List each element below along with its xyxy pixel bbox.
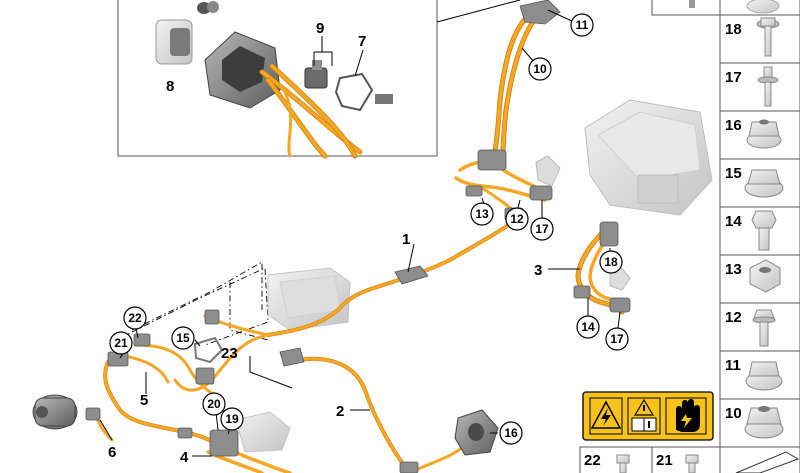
dashed-outlines [119,261,293,389]
callout-14: 14 [576,315,600,339]
bracket-7-icon [334,72,393,112]
svg-text:16: 16 [504,426,518,440]
svg-text:13: 13 [475,207,489,221]
part-15-number: 15 [725,165,742,182]
svg-text:10: 10 [533,62,547,76]
washer-icon [746,0,780,14]
leader-lines [99,9,621,457]
svg-text:22: 22 [128,311,142,325]
label-9: 9 [316,20,324,37]
pump-unit-icon [235,411,291,453]
part-13-number: 13 [725,261,742,278]
label-8: 8 [166,78,174,95]
do-not-touch-icon [665,397,707,435]
part-11-number: 11 [725,357,741,374]
read-manual-icon [627,397,661,435]
bolt-icon [685,454,699,473]
svg-text:15: 15 [176,331,190,345]
callout-18: 18 [599,250,623,274]
part-12-number: 12 [725,309,742,326]
screw-icon [752,309,776,347]
flange-nut-icon [746,119,782,149]
svg-text:17: 17 [610,332,624,346]
high-voltage-icon [589,397,623,435]
callout-19: 19 [220,407,244,431]
callout-10: 10 [528,57,552,81]
nut-icon [744,169,784,198]
labels: 1 2 3 4 5 6 23 [108,231,542,466]
callout-13: 13 [470,202,494,226]
svg-text:18: 18 [604,255,618,269]
label-6: 6 [108,444,116,461]
stud-bolt-icon [757,66,779,107]
parts-list: 18 17 16 15 14 13 12 11 10 [579,0,800,473]
callout-22: 22 [123,306,147,330]
inset-harness [259,63,363,159]
callout-17-top: 17 [530,217,554,241]
bolt-icon [689,0,695,8]
label-strip-icon [735,451,800,473]
collar-nut-icon [745,361,783,391]
callout-11: 11 [570,13,594,37]
electric-motor-icon [584,99,713,216]
part-18-number: 18 [725,21,742,38]
hex-bolt-icon [751,210,777,251]
callout-12: 12 [505,207,529,231]
svg-text:17: 17 [535,222,549,236]
svg-text:11: 11 [576,18,589,32]
detail-inset: 9 7 8 [117,0,521,159]
compressor-icon [454,409,499,456]
callout-15: 15 [171,326,195,350]
grommet-icon [204,31,281,109]
part-21-number: 21 [656,452,673,469]
label-23: 23 [221,345,238,362]
label-2: 2 [336,403,344,420]
label-7: 7 [358,33,366,50]
callouts: 11 10 13 12 17 18 14 17 22 21 15 20 19 1… [109,13,629,445]
connectors [85,0,631,473]
svg-text:21: 21 [114,336,128,350]
label-5: 5 [140,392,148,409]
label-4: 4 [180,449,189,466]
starter-motor-icon [32,394,78,430]
connector-9-icon [304,60,328,89]
part-17-number: 17 [725,69,742,86]
bolt-flange-icon [756,17,780,57]
bolt-icon [616,454,630,473]
part-14-number: 14 [725,213,742,230]
callout-17-bottom: 17 [605,327,629,351]
part-16-number: 16 [725,117,742,134]
label-1: 1 [402,231,410,248]
svg-text:12: 12 [510,212,524,226]
part-10-number: 10 [725,405,742,422]
hex-collar-nut-icon [744,406,784,439]
connector-8-icon [155,19,193,65]
callout-20: 20 [202,392,226,416]
svg-text:14: 14 [581,320,595,334]
hex-nut-icon [749,259,781,293]
callout-21: 21 [109,331,133,355]
svg-text:20: 20 [207,397,221,411]
warning-label [582,391,714,441]
part-22-number: 22 [584,452,601,469]
callout-16: 16 [499,421,523,445]
svg-text:19: 19 [225,412,239,426]
plug-icon [197,1,219,14]
label-3: 3 [534,262,542,279]
battery-module-icon [267,267,351,331]
